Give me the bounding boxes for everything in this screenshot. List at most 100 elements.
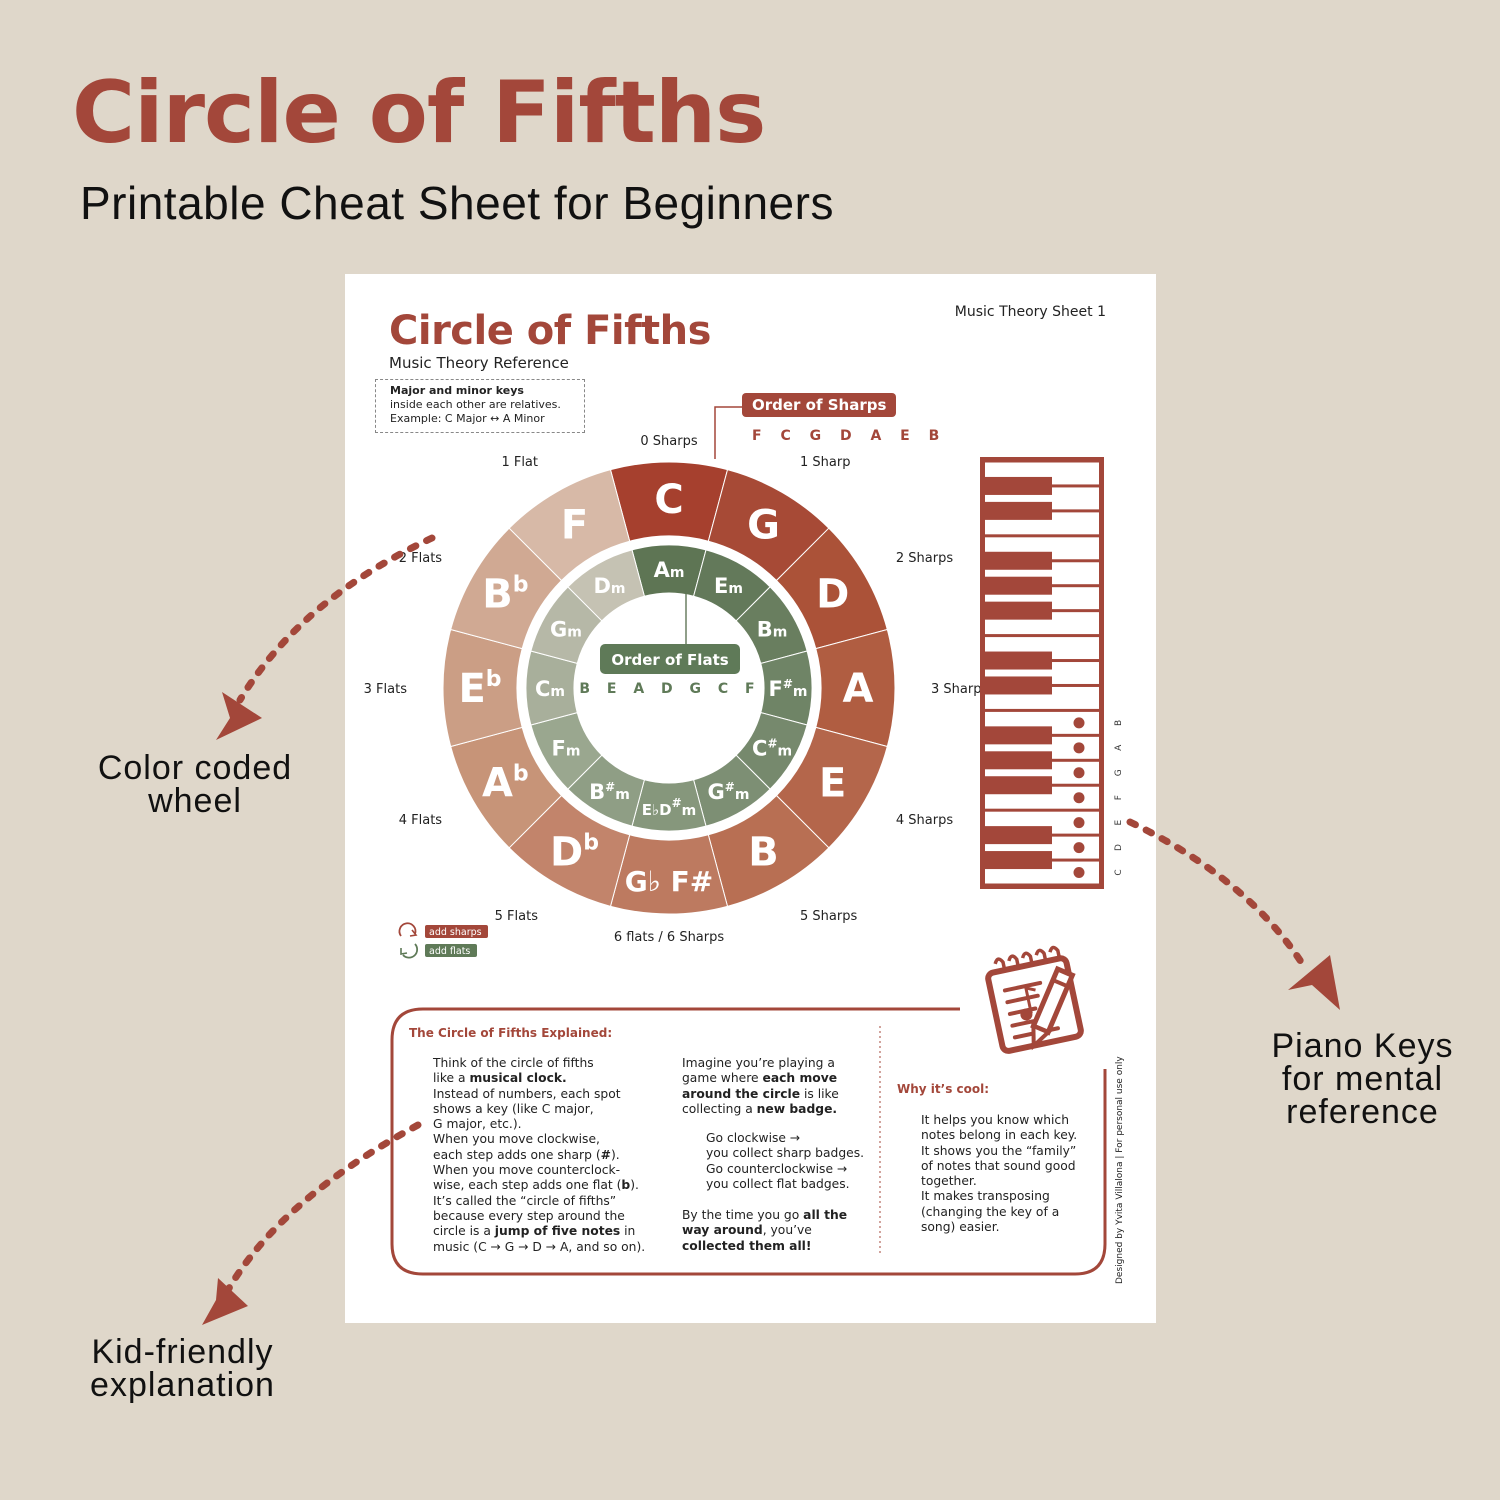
black-key	[985, 751, 1052, 770]
callout-wheel: Color coded wheel	[80, 749, 310, 820]
callout-piano-line: for mental	[1281, 1060, 1444, 1098]
key-letter: B	[1114, 720, 1124, 726]
minor-key-label: Bm	[757, 618, 788, 642]
wheel-arrowhead-icon	[216, 692, 262, 740]
black-key	[985, 601, 1052, 620]
relatives-note: Major and minor keys inside each other a…	[375, 379, 585, 433]
black-key	[985, 476, 1052, 495]
text-line: like a musical clock.	[433, 1071, 567, 1086]
counterclockwise-arrowhead-icon	[400, 948, 408, 955]
flats-badge	[600, 644, 740, 674]
explanation-column-2-badges: Go clockwise →you collect sharp badges.G…	[706, 1131, 886, 1192]
text-line: wise, each step adds one flat (b).	[433, 1178, 639, 1193]
music-notepad-icon	[985, 945, 1084, 1054]
major-key-label: C	[654, 477, 683, 523]
key-letter: E	[1114, 819, 1124, 825]
sheet-subtitle: Music Theory Reference	[389, 354, 569, 372]
cheat-sheet-page: Circle of Fifths Music Theory Reference …	[345, 274, 1156, 1323]
designer-credit: Designed by Yvita Villalona | For person…	[1115, 1056, 1125, 1284]
key-signature-label: 2 Flats	[399, 551, 443, 566]
callout-piano-line: Piano Keys	[1271, 1027, 1454, 1065]
key-signature-label: 1 Sharp	[800, 455, 850, 470]
text-line: music (C → G → D → A, and so on).	[433, 1239, 646, 1254]
key-signature-label: 5 Flats	[495, 909, 539, 924]
text-line: It helps you know which	[921, 1113, 1069, 1127]
sharps-order-sequence: F C G D A E B	[752, 428, 947, 444]
key-dot	[1073, 867, 1085, 879]
black-key	[985, 676, 1052, 695]
text-line: Imagine you’re playing a	[682, 1056, 835, 1070]
black-key	[985, 651, 1052, 670]
callout-wheel-line: Color coded	[97, 749, 293, 787]
flats-badge-label: Order of Flats	[611, 651, 728, 669]
key-signature-label: 1 Flat	[501, 455, 538, 470]
major-key-label: A	[843, 666, 874, 712]
black-key	[985, 576, 1052, 595]
piano-arrowhead-icon	[1288, 955, 1340, 1010]
major-key-label: B	[748, 830, 779, 876]
text-line: because every step around the	[433, 1208, 625, 1223]
major-key-label: D	[816, 572, 849, 618]
text-line: each step adds one sharp (#).	[433, 1147, 620, 1162]
text-line: Go counterclockwise →	[706, 1161, 848, 1176]
major-key-label: F	[561, 502, 588, 548]
text-line: around the circle is like	[682, 1086, 839, 1101]
key-letter: G	[1114, 769, 1124, 776]
text-line: collected them all!	[682, 1238, 812, 1253]
add-sharps-chip	[425, 925, 488, 938]
major-key-segment	[508, 469, 631, 582]
callout-piano: Piano Keys for mental reference	[1250, 1027, 1475, 1129]
key-dot	[1073, 717, 1085, 729]
key-letter: F	[1114, 795, 1124, 800]
key-letter: C	[1114, 869, 1124, 875]
piano-keyboard: B A G F E D C	[980, 457, 1124, 889]
counterclockwise-arrow-icon	[402, 943, 418, 959]
text-line: It’s called the “circle of fifths”	[433, 1193, 617, 1208]
add-flats-label: add flats	[429, 946, 470, 957]
major-key-label: G	[747, 502, 780, 548]
callout-explanation-line: Kid-friendly	[91, 1333, 274, 1371]
black-key	[985, 726, 1052, 745]
key-signature-label: 6 flats / 6 Sharps	[614, 930, 725, 945]
text-line: When you move counterclock-	[433, 1163, 621, 1178]
black-key	[985, 851, 1052, 870]
text-line: It makes transposing	[921, 1189, 1050, 1204]
key-signature-label: 4 Sharps	[896, 813, 953, 828]
text-line: (changing the key of a	[921, 1204, 1060, 1219]
text-line: you collect sharp badges.	[706, 1146, 865, 1161]
callout-explanation-line: explanation	[90, 1366, 275, 1404]
key-letter: D	[1114, 844, 1124, 851]
clockwise-arrowhead-icon	[409, 929, 418, 937]
major-key-label: G♭ F#	[625, 865, 714, 898]
relatives-note-heading: Major and minor keys	[390, 384, 524, 397]
key-signature-label: 3 Flats	[364, 682, 408, 697]
add-sharps-label: add sharps	[429, 927, 482, 938]
add-flats-chip	[425, 944, 477, 957]
text-line: G major, etc.).	[433, 1117, 522, 1132]
piano-callout-arrow	[1126, 818, 1309, 972]
major-key-label: E	[819, 761, 846, 807]
text-line: you collect flat badges.	[706, 1176, 850, 1191]
key-signature-label: 0 Sharps	[640, 434, 697, 449]
text-line: Go clockwise →	[706, 1131, 801, 1145]
flats-order-sequence: B E A D G C F	[579, 681, 760, 697]
relatives-note-line: Example: C Major ↔ A Minor	[390, 412, 545, 425]
minor-key-segment	[567, 549, 646, 622]
black-key	[985, 776, 1052, 795]
text-line: When you move clockwise,	[433, 1132, 600, 1147]
sheet-number: Music Theory Sheet 1	[954, 304, 1106, 320]
sheet-title: Circle of Fifths	[389, 308, 711, 354]
text-line: of notes that sound good	[921, 1158, 1076, 1173]
explanation-heading: The Circle of Fifths Explained:	[409, 1026, 613, 1040]
hero-title: Circle of Fifths	[72, 63, 766, 163]
key-letter: A	[1114, 744, 1124, 751]
text-line: notes belong in each key.	[921, 1128, 1078, 1143]
callout-wheel-line: wheel	[148, 782, 242, 820]
callout-explanation: Kid-friendly explanation	[60, 1333, 305, 1404]
key-dot	[1073, 742, 1085, 754]
text-line: together.	[921, 1174, 977, 1189]
